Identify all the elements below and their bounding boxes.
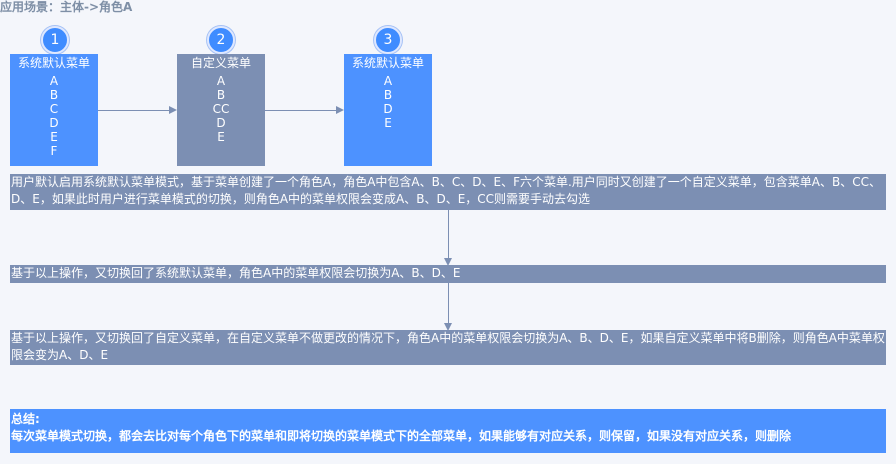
step-2-box: 自定义菜单 A B CC D E	[177, 54, 265, 166]
arrow-step2-to-step3	[265, 105, 344, 114]
note-3: 基于以上操作，又切换回了自定义菜单，在自定义菜单不做更改的情况下，角色A中的菜单…	[10, 330, 886, 365]
menu-item: E	[217, 130, 225, 144]
step-1-badge: 1	[41, 26, 69, 54]
note-2: 基于以上操作，又切换回了系统默认菜单，角色A中的菜单权限会切换为A、B、D、E	[10, 265, 886, 283]
step-3-badge: 3	[374, 26, 402, 54]
menu-item: B	[216, 88, 226, 102]
menu-item: F	[50, 144, 58, 158]
summary-text: 每次菜单模式切换，都会去比对每个角色下的菜单和即将切换的菜单模式下的全部菜单，如…	[11, 429, 792, 443]
arrow-step1-to-step2	[98, 105, 177, 114]
menu-item: A	[49, 74, 59, 88]
menu-item: B	[49, 88, 59, 102]
step-1-box: 系统默认菜单 A B C D E F	[10, 54, 98, 166]
menu-item: B	[383, 88, 393, 102]
menu-item: D	[49, 116, 59, 130]
menu-item: CC	[212, 102, 230, 116]
menu-item: E	[384, 116, 392, 130]
menu-item: A	[216, 74, 226, 88]
summary-panel: 总结: 每次菜单模式切换，都会去比对每个角色下的菜单和即将切换的菜单模式下的全部…	[10, 409, 886, 453]
step-1-heading: 系统默认菜单	[17, 56, 90, 70]
page-title: 应用场景：主体->角色A	[0, 0, 133, 14]
menu-item: C	[49, 102, 59, 116]
menu-item: A	[383, 74, 393, 88]
note-1: 用户默认启用系统默认菜单模式，基于菜单创建了一个角色A，角色A中包含A、B、C、…	[10, 174, 886, 210]
menu-item: E	[50, 130, 58, 144]
menu-item: D	[216, 116, 226, 130]
step-2-heading: 自定义菜单	[190, 56, 251, 70]
summary-label: 总结:	[11, 412, 40, 426]
step-3-box: 系统默认菜单 A B D E	[344, 54, 432, 166]
step-3-heading: 系统默认菜单	[351, 56, 424, 70]
step-2-badge: 2	[207, 26, 235, 54]
menu-item: D	[383, 102, 393, 116]
arrow-note2-to-note3	[443, 283, 452, 331]
arrow-note1-to-note2	[443, 210, 452, 266]
